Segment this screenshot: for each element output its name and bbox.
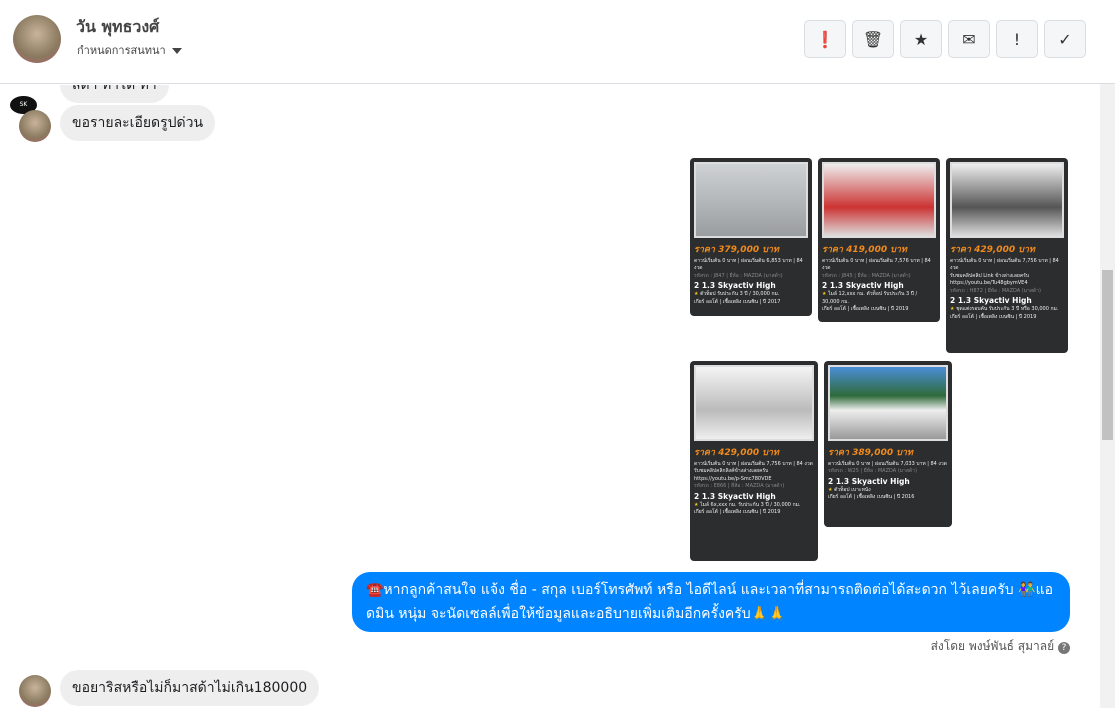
- star-icon: ★: [828, 486, 833, 493]
- car-code: รหัสรถ : H872 | ยี่ห้อ : MAZDA (มาสด้า): [950, 287, 1041, 294]
- car-image: [694, 365, 814, 441]
- trash-icon: 🗑: [862, 29, 884, 49]
- car-desc: ชุดแต่งรอบคัน รับประกัน 3 ปี หรือ 30,000…: [956, 306, 1059, 313]
- caret-down-icon: [171, 48, 182, 54]
- car-terms: ดาวน์เริ่มต้น 0 บาท | ผ่อนเริ่มต้น 7,756…: [694, 460, 813, 467]
- car-code: รหัสรถ : J845 | ยี่ห้อ : MAZDA (มาสด้า): [822, 272, 911, 279]
- message-incoming: สีดำ ทำได้ ทำ: [60, 85, 169, 103]
- car-card[interactable]: ราคา 419,000 บาท ดาวน์เริ่มต้น 0 บาท | ผ…: [818, 158, 940, 322]
- car-terms: ดาวน์เริ่มต้น 0 บาท | ผ่อนเริ่มต้น 6,853…: [694, 257, 803, 272]
- delete-button[interactable]: 🗑: [852, 20, 894, 58]
- sent-by-text: ส่งโดย พงษ์พันธ์ สุมาลย์: [930, 639, 1055, 653]
- sent-by-label: ส่งโดย พงษ์พันธ์ สุมาลย์ ?: [931, 637, 1070, 656]
- message-thread: สีดำ ทำได้ ทำ SK ขอรายละเอียดรูปด่วน ราค…: [0, 85, 1100, 708]
- car-footer: เกียร์ ออโต้ | เชื้อเพลิง เบนซิน | ปี 20…: [822, 306, 909, 313]
- car-model: 2 1.3 Skyactiv High: [828, 476, 910, 486]
- message-outgoing: ☎️หากลูกค้าสนใจ แจ้ง ชื่อ - สกุล เบอร์โท…: [352, 572, 1070, 632]
- star-icon: ★: [913, 29, 929, 49]
- check-icon: ✓: [1058, 29, 1072, 49]
- car-model: 2 1.3 Skyactiv High: [694, 491, 776, 501]
- car-desc: ตัวท็อป เบาะหนัง: [834, 486, 871, 493]
- car-footer: เกียร์ ออโต้ | เชื้อเพลิง เบนซิน | ปี 20…: [694, 298, 781, 305]
- car-video-link[interactable]: https://youtu.be/Tu48gbymVE4: [950, 280, 1028, 286]
- message-incoming: ขอยาริสหรือไม่ก็มาสด้าไม่เกิน180000: [60, 670, 320, 706]
- car-price: ราคา 429,000 บาท: [694, 448, 779, 458]
- conversation-header: วัน พุทธวงศ์ กำหนดการสนทนา ❗ 🗑 ★ ✉ ! ✓: [0, 0, 1115, 84]
- car-desc: ตัวท็อป รับประกัน 3 ปี / 30,000 กม.: [700, 291, 780, 298]
- car-footer: เกียร์ ออโต้ | เชื้อเพลิง เบนซิน | ปี 20…: [950, 313, 1037, 320]
- car-extra: รับชมคลิปคลิป Link ข้างล่างเลยครับ: [950, 272, 1030, 279]
- car-card[interactable]: ราคา 389,000 บาท ดาวน์เริ่มต้น 0 บาท | ผ…: [824, 361, 952, 527]
- spam-button[interactable]: ❗: [804, 20, 846, 58]
- mark-done-button[interactable]: ✓: [1044, 20, 1086, 58]
- page-logo-avatar: SK: [10, 96, 37, 114]
- car-card[interactable]: ราคา 429,000 บาท ดาวน์เริ่มต้น 0 บาท | ผ…: [946, 158, 1068, 353]
- car-model: 2 1.3 Skyactiv High: [950, 296, 1032, 305]
- car-code: รหัสรถ : W25 | ยี่ห้อ : MAZDA (มาสด้า): [828, 468, 917, 474]
- car-video-link[interactable]: https://youtu.be/p-Smc780VDE: [694, 475, 772, 482]
- contact-avatar[interactable]: [13, 15, 61, 63]
- car-code: รหัสรถ : E866 | ยี่ห้อ : MAZDA (มาสด้า): [694, 483, 785, 489]
- car-image: [828, 365, 948, 441]
- star-icon: ★: [694, 291, 699, 298]
- car-price: ราคา 419,000 บาท: [822, 245, 907, 255]
- alert-circle-icon: ❗: [815, 29, 835, 49]
- message-incoming: ขอรายละเอียดรูปด่วน: [60, 105, 216, 141]
- contact-name[interactable]: วัน พุทธวงศ์: [76, 17, 160, 36]
- sender-avatar: [19, 110, 51, 142]
- car-terms: ดาวน์เริ่มต้น 0 บาท | ผ่อนเริ่มต้น 7,756…: [950, 257, 1059, 272]
- car-price: ราคา 389,000 บาท: [828, 448, 913, 458]
- help-icon[interactable]: ?: [1058, 642, 1070, 654]
- car-card[interactable]: ราคา 429,000 บาท ดาวน์เริ่มต้น 0 บาท | ผ…: [690, 361, 818, 561]
- car-model: 2 1.3 Skyactiv High: [822, 281, 904, 290]
- car-price: ราคา 429,000 บาท: [950, 245, 1035, 255]
- car-model: 2 1.3 Skyactiv High: [694, 281, 776, 290]
- car-footer: เกียร์ ออโต้ | เชื้อเพลิง เบนซิน | ปี 20…: [828, 494, 915, 501]
- car-terms: ดาวน์เริ่มต้น 0 บาท | ผ่อนเริ่มต้น 7,033…: [828, 460, 947, 467]
- car-code: รหัสรถ : J847 | ยี่ห้อ : MAZDA (มาสด้า): [694, 272, 783, 279]
- car-image: [950, 162, 1064, 238]
- exclamation-icon: !: [1013, 29, 1021, 49]
- star-button[interactable]: ★: [900, 20, 942, 58]
- car-desc: ไมล์ 6x,xxx กม. รับประกัน 3 ปี / 30,000 …: [700, 501, 801, 508]
- scrollbar-thumb[interactable]: [1102, 270, 1113, 440]
- star-icon: ★: [822, 291, 827, 298]
- scrollbar[interactable]: [1100, 84, 1115, 708]
- star-icon: ★: [950, 306, 955, 313]
- car-image: [822, 162, 936, 238]
- car-price: ราคา 379,000 บาท: [694, 245, 779, 255]
- conversation-settings-label: กำหนดการสนทนา: [77, 44, 166, 57]
- follow-up-button[interactable]: !: [996, 20, 1038, 58]
- car-card[interactable]: ราคา 379,000 บาท ดาวน์เริ่มต้น 0 บาท | ผ…: [690, 158, 812, 316]
- car-terms: ดาวน์เริ่มต้น 0 บาท | ผ่อนเริ่มต้น 7,576…: [822, 257, 931, 272]
- car-extra: รับชมคลิปคลิกลิงค์ข้างล่างเลยครับ: [694, 468, 769, 474]
- mark-unread-button[interactable]: ✉: [948, 20, 990, 58]
- car-image: [694, 162, 808, 238]
- conversation-settings-dropdown[interactable]: กำหนดการสนทนา: [77, 41, 182, 59]
- car-footer: เกียร์ ออโต้ | เชื้อเพลิง เบนซิน | ปี 20…: [694, 509, 781, 516]
- star-icon: ★: [694, 501, 699, 508]
- car-desc: ไมล์ 12,xxx กม. ตัวท็อป รับประกัน 3 ปี /…: [822, 291, 918, 305]
- sender-avatar: [19, 675, 51, 707]
- envelope-icon: ✉: [962, 29, 976, 49]
